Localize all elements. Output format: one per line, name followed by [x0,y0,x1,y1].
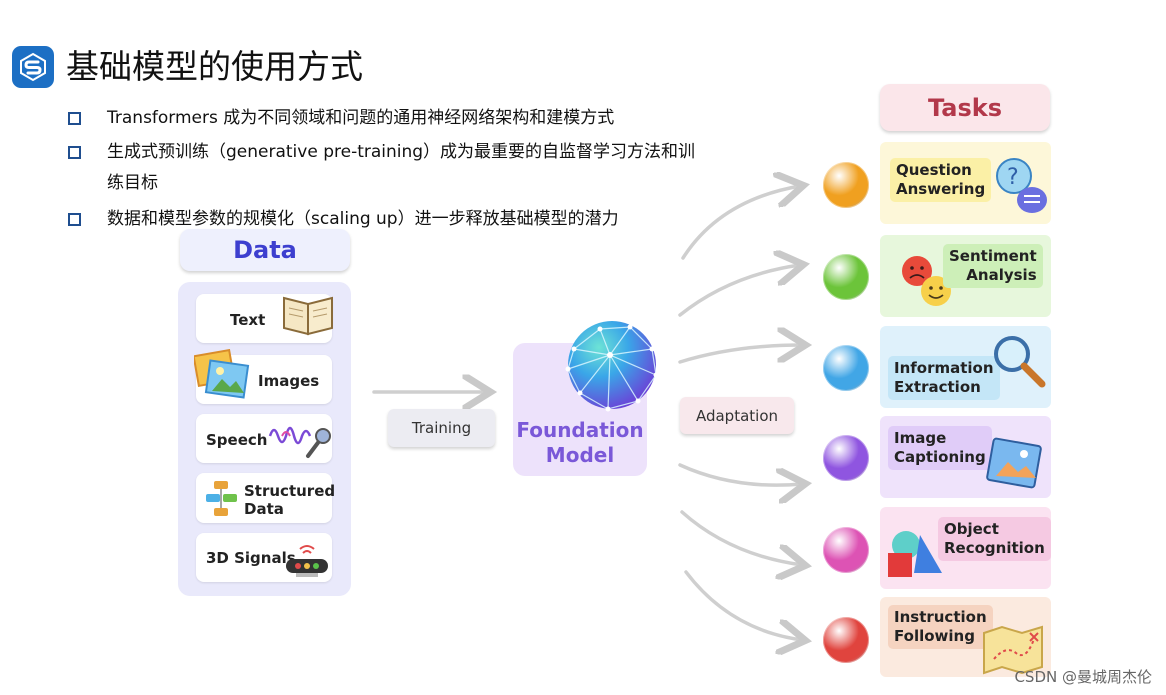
task-label: Instruction Following [888,605,993,649]
arrow-to-task-5 [680,510,802,565]
task-label: Sentiment Analysis [943,244,1043,288]
data-card-label: Text [230,311,266,329]
task-label-line1: Question [896,161,972,179]
foundation-model-label: Foundation Model [513,418,647,468]
data-card-label: Images [258,372,320,390]
task-label-line2: Extraction [894,378,981,396]
s-logo-icon [20,52,46,82]
task-label-line1: Image [894,429,947,447]
task-label: Information Extraction [888,356,1000,400]
bullet-marker [68,112,81,125]
task-sphere-icon [823,617,869,663]
task-label-line2: Captioning [894,448,986,466]
task-label: Question Answering [890,158,992,202]
arrow-to-task-3 [678,345,802,364]
task-label-line1: Information [894,359,994,377]
question-chat-icon: ? [996,158,1047,213]
task-label-line2: Analysis [966,266,1037,284]
task-card-question-answering: Question Answering ? [880,142,1051,224]
task-label: Image Captioning [888,426,992,470]
data-card-3d-signals: 3D Signals [196,533,332,582]
task-label-line2: Answering [896,180,986,198]
data-card-speech: Speech [196,414,332,463]
task-label-line2: Following [894,627,975,645]
bullet-1: Transformers 成为不同领域和问题的通用神经网络架构和建模方式 [107,108,615,128]
adaptation-label: Adaptation [680,397,794,434]
task-sphere-icon [823,254,869,300]
arrow-to-task-1 [681,186,800,260]
arrow-to-task-2 [678,265,800,317]
foundation-line1: Foundation [516,418,644,442]
data-card-images: Images [194,349,332,404]
data-card-label: Speech [206,431,268,449]
arrow-to-task-4 [678,463,802,485]
task-label-line2: Recognition [944,539,1045,557]
task-sphere-icon [823,527,869,573]
training-label: Training [388,409,495,447]
page-title: 基础模型的使用方式 [66,47,363,86]
arrow-to-task-6 [684,570,802,640]
shapes-icon [888,531,942,577]
data-card-label-line2: Data [244,500,284,518]
foundation-line2: Model [545,443,615,467]
data-header: Data [180,229,350,271]
brand-logo [12,46,54,88]
bullet-2: 生成式预训练（generative pre-training）成为最重要的自监督… [107,142,696,162]
watermark: CSDN @曼城周杰伦 [1014,668,1152,686]
magnifier-icon [994,336,1046,388]
task-sphere-icon [823,162,869,208]
bullet-marker [68,213,81,226]
data-card-text: Text [196,294,333,343]
bullet-marker [68,146,81,159]
task-sphere-icon [823,345,869,391]
map-icon [983,625,1043,675]
data-card-label: 3D Signals [206,549,296,567]
task-card-sentiment-analysis: Sentiment Analysis [880,235,1051,317]
task-label-line1: Sentiment [949,247,1037,265]
picture-card-icon [986,437,1042,489]
book-icon [283,296,333,336]
task-card-information-extraction: Information Extraction [880,326,1051,408]
tasks-header: Tasks [880,84,1050,131]
photos-icon [194,349,250,399]
task-sphere-icon [823,435,869,481]
task-label-line1: Object [944,520,999,538]
bullet-2-continued: 练目标 [107,173,158,193]
data-card-label: Structured Data [244,482,335,518]
flowchart-icon [206,481,237,516]
bullet-3: 数据和模型参数的规模化（scaling up）进一步释放基础模型的潜力 [107,209,619,229]
task-label-line1: Instruction [894,608,987,626]
task-card-object-recognition: Object Recognition [880,507,1051,589]
data-card-label-line1: Structured [244,482,336,500]
svg-text:?: ? [1007,165,1019,190]
sensor-device-icon [286,545,328,577]
task-label: Object Recognition [938,517,1051,561]
microphone-wave-icon [268,426,331,458]
globe-network-icon [565,321,659,412]
task-card-instruction-following: Instruction Following [880,597,1051,677]
data-card-structured: Structured Data [196,473,335,523]
task-card-image-captioning: Image Captioning [880,416,1051,498]
